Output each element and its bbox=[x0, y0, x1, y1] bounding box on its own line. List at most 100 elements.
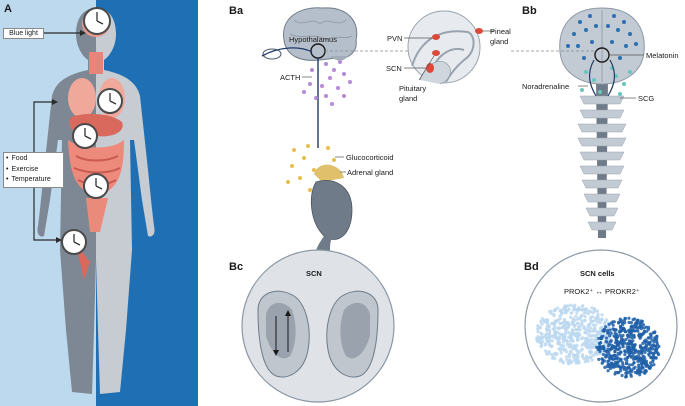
cell-dot bbox=[606, 369, 610, 373]
cell-dot bbox=[616, 371, 621, 375]
clock-icon-gut bbox=[83, 173, 109, 199]
cell-dot bbox=[567, 345, 571, 349]
panel-ba: Ba ACTH Hypothalamus bbox=[229, 5, 511, 252]
cell-dot bbox=[559, 312, 564, 316]
cell-dot bbox=[598, 349, 602, 354]
cell-dot bbox=[633, 370, 637, 374]
cell-dot bbox=[651, 353, 656, 357]
cell-dot bbox=[576, 338, 580, 342]
cell-dot bbox=[591, 323, 596, 327]
cell-dot bbox=[627, 320, 631, 325]
pituitary-gland-label-1: Pituitary bbox=[399, 84, 426, 93]
cell-dot bbox=[565, 339, 569, 343]
cell-dot bbox=[589, 334, 593, 338]
cell-dot bbox=[544, 349, 548, 353]
cell-dot bbox=[643, 348, 647, 352]
cell-dot bbox=[589, 321, 593, 325]
cell-dot bbox=[540, 316, 544, 321]
cue-temperature: Temperature bbox=[6, 175, 61, 186]
cell-dot bbox=[620, 365, 624, 369]
cell-dot bbox=[586, 312, 590, 316]
cell-dot bbox=[564, 328, 568, 332]
cell-dot bbox=[622, 319, 627, 323]
cell-dot bbox=[581, 355, 585, 359]
cell-dot bbox=[593, 326, 597, 331]
cell-dot bbox=[586, 323, 591, 327]
bd-subtitle: PROK2⁺ ↔ PROKR2⁺ bbox=[564, 287, 640, 296]
cell-dot bbox=[621, 361, 625, 365]
cell-dot bbox=[570, 328, 574, 332]
cell-dot bbox=[568, 350, 572, 354]
pvn-label: PVN bbox=[387, 34, 402, 43]
cell-dot bbox=[546, 340, 550, 344]
cell-dot bbox=[553, 324, 557, 328]
blue-light-label: Blue light bbox=[3, 28, 44, 39]
cell-dot bbox=[581, 304, 585, 308]
cell-dot bbox=[639, 370, 643, 374]
cell-dot bbox=[575, 308, 580, 312]
eye-shape bbox=[262, 48, 282, 60]
cell-dot bbox=[614, 370, 618, 374]
cell-dot bbox=[640, 347, 644, 352]
cell-dot bbox=[638, 332, 642, 336]
cell-dot bbox=[608, 334, 612, 338]
cell-dot bbox=[589, 315, 593, 319]
cell-dot bbox=[547, 350, 551, 354]
cell-dot bbox=[606, 331, 611, 335]
scn-cell-scatter bbox=[535, 303, 661, 379]
cell-dot bbox=[616, 361, 620, 365]
melatonin-dots bbox=[566, 14, 638, 60]
cell-dot bbox=[588, 326, 593, 330]
cell-dot bbox=[591, 329, 595, 333]
cell-dot bbox=[549, 352, 553, 356]
cell-dot bbox=[649, 335, 653, 339]
cell-dot bbox=[646, 336, 650, 340]
cell-dot bbox=[638, 373, 642, 377]
cell-dot bbox=[643, 330, 647, 334]
cell-dot bbox=[594, 334, 598, 338]
cell-dot bbox=[564, 308, 568, 312]
external-cues-box: Food Exercise Temperature bbox=[3, 152, 64, 188]
cell-dot bbox=[574, 314, 578, 318]
cell-dot bbox=[638, 324, 643, 328]
clock-icon-brain bbox=[83, 7, 111, 35]
cell-dot bbox=[605, 340, 609, 344]
cell-dot bbox=[545, 320, 549, 325]
cell-dot bbox=[632, 333, 636, 337]
cell-dot bbox=[639, 345, 643, 349]
cell-dot bbox=[557, 336, 561, 341]
cell-dot bbox=[636, 326, 641, 330]
cell-dot bbox=[561, 320, 566, 325]
cell-dot bbox=[629, 355, 634, 359]
cell-dot bbox=[552, 312, 556, 316]
cell-dot bbox=[595, 315, 600, 319]
cell-dot bbox=[634, 329, 639, 333]
cell-dot bbox=[600, 357, 604, 361]
cell-dot bbox=[566, 361, 571, 366]
cell-dot bbox=[588, 338, 592, 342]
cell-dot bbox=[578, 328, 582, 332]
pvn-nucleus bbox=[432, 34, 440, 40]
panel-label-bb: Bb bbox=[522, 5, 537, 17]
cell-dot bbox=[539, 331, 543, 335]
cell-dot bbox=[629, 346, 633, 350]
clock-icon-heart bbox=[97, 88, 123, 114]
cell-dot bbox=[629, 325, 633, 329]
cell-dot bbox=[653, 337, 657, 341]
cell-dot bbox=[589, 356, 593, 360]
cell-dot bbox=[571, 318, 575, 322]
cell-dot bbox=[615, 343, 620, 347]
cell-dot bbox=[628, 339, 633, 343]
cell-dot bbox=[640, 362, 645, 366]
cell-dot bbox=[634, 324, 638, 328]
cell-dot bbox=[609, 331, 613, 335]
cell-dot bbox=[561, 324, 566, 328]
cell-dot bbox=[539, 344, 543, 348]
cell-dot bbox=[653, 330, 657, 334]
cell-dot bbox=[619, 325, 623, 329]
cell-dot bbox=[642, 326, 646, 330]
cell-dot bbox=[615, 354, 619, 358]
cell-dot bbox=[600, 361, 604, 365]
cell-dot bbox=[565, 355, 569, 359]
